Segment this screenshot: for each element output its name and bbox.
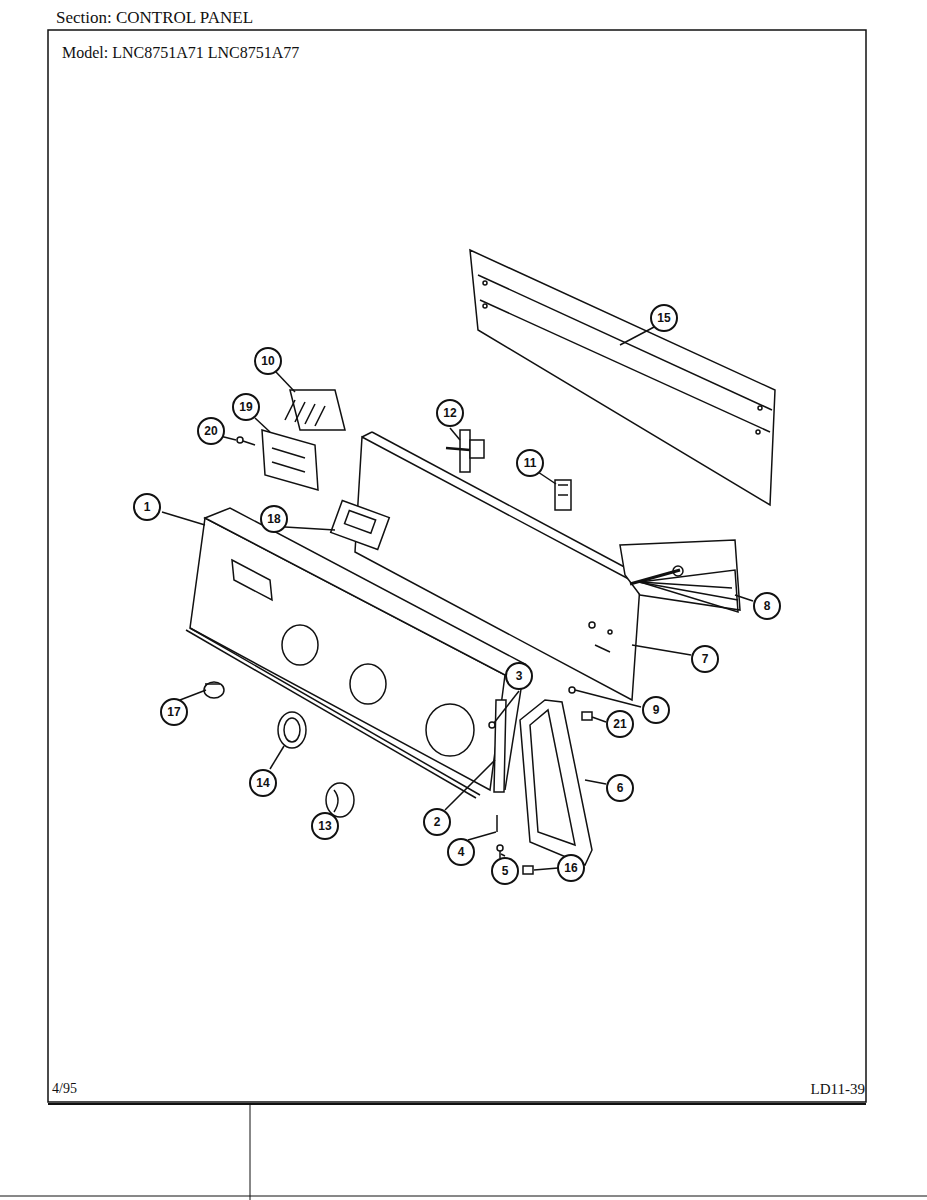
callout-text: 3 [516, 669, 523, 683]
callout-text: 14 [256, 776, 269, 790]
callout-number: 20 [197, 417, 225, 445]
callout-number: 21 [606, 710, 634, 738]
callout-text: 11 [524, 456, 537, 470]
callout-number: 19 [232, 393, 260, 421]
callout-number: 7 [691, 645, 719, 673]
callout-text: 13 [318, 819, 331, 833]
callout-number: 6 [606, 774, 634, 802]
callout-number: 15 [650, 304, 678, 332]
callout-text: 2 [434, 815, 441, 829]
callout-number: 2 [423, 808, 451, 836]
callout-number: 10 [254, 347, 282, 375]
callout-text: 17 [167, 705, 180, 719]
callout-text: 18 [267, 512, 280, 526]
page-code: LD11-39 [811, 1081, 865, 1098]
callout-text: 9 [653, 703, 660, 717]
callout-number: 13 [311, 812, 339, 840]
callout-number: 12 [436, 399, 464, 427]
callout-text: 19 [239, 400, 252, 414]
callout-number: 16 [557, 854, 585, 882]
callout-text: 8 [764, 599, 771, 613]
callout-text: 5 [502, 864, 509, 878]
model-numbers: Model: LNC8751A71 LNC8751A77 [62, 44, 299, 62]
callout-text: 4 [458, 845, 465, 859]
callout-text: 6 [617, 781, 624, 795]
callout-number: 9 [642, 696, 670, 724]
callout-text: 10 [261, 354, 274, 368]
callout-text: 12 [443, 406, 456, 420]
date-code: 4/95 [52, 1081, 77, 1097]
callout-text: 1 [144, 500, 151, 514]
callout-number: 3 [505, 662, 533, 690]
callout-number: 5 [491, 857, 519, 885]
callout-number: 14 [249, 769, 277, 797]
callout-text: 15 [657, 311, 670, 325]
callout-text: 20 [204, 424, 217, 438]
callout-text: 16 [564, 861, 577, 875]
callout-number: 17 [160, 698, 188, 726]
callout-number: 18 [260, 505, 288, 533]
callout-text: 21 [613, 717, 626, 731]
section-title: Section: CONTROL PANEL [56, 8, 253, 28]
callout-number: 8 [753, 592, 781, 620]
callout-number: 1 [133, 493, 161, 521]
callout-text: 7 [702, 652, 709, 666]
callout-number: 4 [447, 838, 475, 866]
callout-number: 11 [516, 449, 544, 477]
